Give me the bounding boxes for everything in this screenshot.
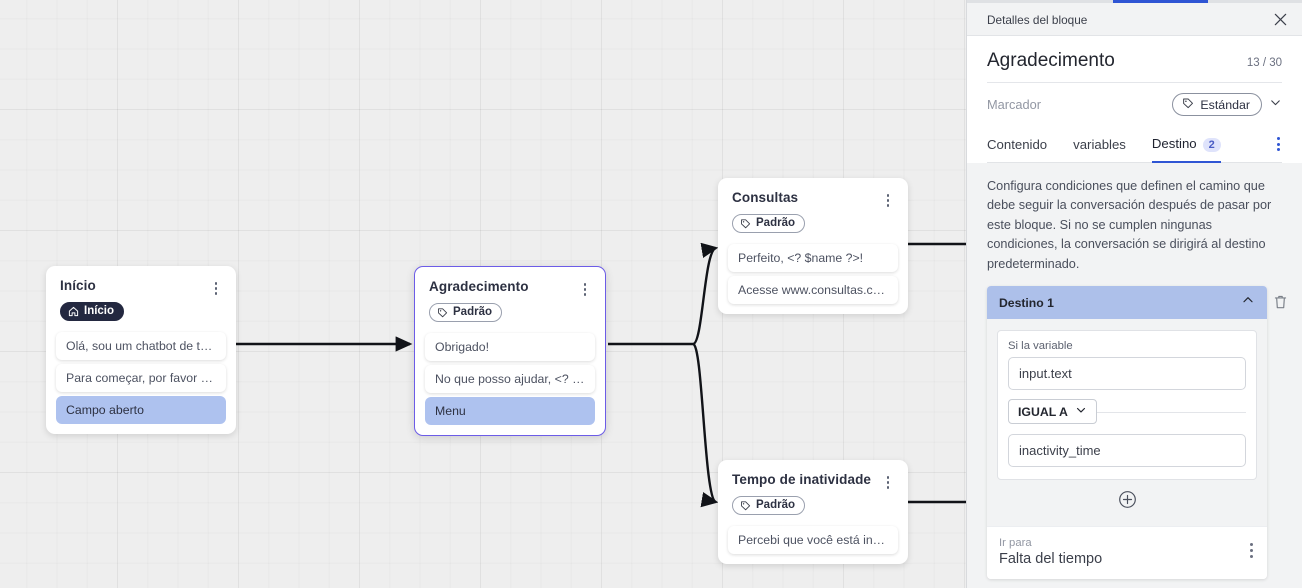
- node-tag-label: Padrão: [756, 217, 795, 230]
- goto-section[interactable]: Ir para Falta del tiempo: [987, 526, 1267, 580]
- operator-select[interactable]: IGUAL A: [1008, 399, 1097, 425]
- panel-scroll-area: Configura condiciones que definen el cam…: [967, 163, 1302, 588]
- node-title: Consultas: [732, 190, 799, 205]
- trash-icon[interactable]: [1273, 286, 1288, 310]
- destination-card-1: Destino 1 Si la variable input.text: [987, 286, 1267, 580]
- block-details-panel: Detalles del bloque Agradecimento 13 / 3…: [966, 0, 1302, 588]
- destination-list: Destino 1 Si la variable input.text: [967, 286, 1302, 580]
- node-title: Tempo de inatividade: [732, 472, 872, 487]
- tab-label: Destino: [1151, 136, 1197, 151]
- operator-value: IGUAL A: [1018, 404, 1068, 419]
- node-header: Consultas: [718, 178, 908, 207]
- node-title: Início: [60, 278, 96, 293]
- node-menu-icon[interactable]: [880, 190, 896, 207]
- panel-title-row: Agradecimento 13 / 30: [987, 36, 1282, 83]
- panel-header-title: Detalles del bloque: [987, 12, 1088, 27]
- panel-tabs: Contenido variables Destino 2: [987, 126, 1282, 163]
- tab-badge-count: 2: [1202, 138, 1221, 152]
- tab-label: Contenido: [987, 136, 1048, 152]
- destination-description: Configura condiciones que definen el cam…: [967, 163, 1302, 287]
- node-tag-row: Padrão: [718, 207, 908, 240]
- add-condition-row: [997, 480, 1257, 520]
- node-menu-icon[interactable]: [880, 472, 896, 489]
- node-header: Tempo de inatividade: [718, 460, 908, 489]
- destination-card-header[interactable]: Destino 1: [987, 286, 1267, 320]
- node-message[interactable]: Olá, sou um chatbot de teste!: [56, 331, 226, 360]
- node-tag-badge[interactable]: Início: [60, 301, 125, 321]
- node-message[interactable]: Para começar, por favor digite o ...: [56, 363, 226, 392]
- edge-agradecimento-inatividade: [691, 342, 719, 508]
- tab-contenido[interactable]: Contenido: [987, 128, 1047, 163]
- node-header: Início: [46, 266, 236, 295]
- marker-control[interactable]: Estándar: [1172, 93, 1282, 116]
- node-message-highlighted[interactable]: Menu: [425, 396, 595, 425]
- operator-divider: [1008, 412, 1246, 414]
- edge-agradecimento-consultas: [691, 242, 719, 346]
- flow-node-inicio[interactable]: Início Início Olá, sou um chatbot de tes…: [46, 266, 236, 434]
- node-tag-row: Padrão: [718, 489, 908, 522]
- tag-icon: [740, 218, 751, 229]
- goto-label: Ir para: [999, 537, 1032, 550]
- kebab-menu-icon[interactable]: [1250, 537, 1253, 559]
- node-message[interactable]: Perfeito, <? $name ?>!: [728, 243, 898, 272]
- variable-field[interactable]: input.text: [1008, 357, 1246, 391]
- node-tag-label: Padrão: [453, 306, 492, 319]
- panel-body: Agradecimento 13 / 30 Marcador Estándar: [967, 36, 1302, 163]
- node-title: Agradecimento: [429, 279, 529, 294]
- marker-value: Estándar: [1200, 97, 1250, 112]
- node-tag-badge[interactable]: Padrão: [732, 495, 805, 515]
- marker-label: Marcador: [987, 97, 1042, 112]
- node-menu-icon[interactable]: [208, 278, 224, 295]
- node-message[interactable]: Percebi que você está inativo. C...: [728, 525, 898, 554]
- flow-node-consultas[interactable]: Consultas Padrão Perfeito, <? $name ?>! …: [718, 178, 908, 314]
- node-header: Agradecimento: [415, 267, 605, 296]
- chevron-up-icon[interactable]: [1241, 293, 1255, 312]
- page-title: Agradecimento: [987, 50, 1115, 71]
- progress-bar-track: [967, 0, 1302, 3]
- node-menu-icon[interactable]: [577, 279, 593, 296]
- kebab-menu-icon[interactable]: [1275, 137, 1282, 151]
- destination-card-title: Destino 1: [999, 295, 1054, 310]
- tag-icon: [437, 307, 448, 318]
- node-tag-badge[interactable]: Padrão: [732, 213, 805, 233]
- chevron-down-icon[interactable]: [1269, 96, 1282, 114]
- tag-icon: [1182, 97, 1194, 112]
- flow-canvas[interactable]: Início Início Olá, sou um chatbot de tes…: [0, 0, 966, 588]
- goto-value: Falta del tiempo: [999, 551, 1103, 568]
- goto-text: Ir para Falta del tiempo: [999, 537, 1102, 567]
- plus-circle-icon[interactable]: [1118, 490, 1137, 509]
- char-counter: 13 / 30: [1246, 57, 1282, 69]
- node-tag-badge[interactable]: Padrão: [429, 302, 502, 322]
- operator-row: IGUAL A: [1008, 399, 1246, 425]
- marker-pill[interactable]: Estándar: [1172, 93, 1262, 116]
- node-message[interactable]: Obrigado!: [425, 332, 595, 361]
- node-message[interactable]: Acesse www.consultas.com par...: [728, 275, 898, 304]
- progress-bar-fill: [1113, 0, 1208, 3]
- tab-destino[interactable]: Destino 2: [1151, 127, 1221, 163]
- condition-box: Si la variable input.text IGUAL A: [997, 330, 1257, 481]
- tab-label: variables: [1073, 136, 1126, 152]
- flow-node-inatividade[interactable]: Tempo de inatividade Padrão Percebi que …: [718, 460, 908, 564]
- node-message-highlighted[interactable]: Campo aberto: [56, 395, 226, 424]
- node-tag-label: Padrão: [756, 499, 795, 512]
- chevron-down-icon: [1075, 404, 1087, 419]
- node-tag-row: Início: [46, 295, 236, 328]
- tab-variables[interactable]: variables: [1073, 128, 1126, 163]
- panel-header: Detalles del bloque: [967, 3, 1302, 36]
- node-message[interactable]: No que posso ajudar, <? $name ...: [425, 364, 595, 393]
- marker-row: Marcador Estándar: [987, 83, 1282, 126]
- destination-card-body: Si la variable input.text IGUAL A: [987, 319, 1267, 527]
- comparison-value-field[interactable]: inactivity_time: [1008, 434, 1246, 468]
- close-icon[interactable]: [1273, 12, 1288, 27]
- node-tag-row: Padrão: [415, 296, 605, 329]
- home-icon: [68, 306, 79, 317]
- condition-label: Si la variable: [1008, 340, 1073, 353]
- node-tag-label: Início: [84, 305, 115, 318]
- tag-icon: [740, 500, 751, 511]
- flow-node-agradecimento[interactable]: Agradecimento Padrão Obrigado! No que po…: [414, 266, 606, 436]
